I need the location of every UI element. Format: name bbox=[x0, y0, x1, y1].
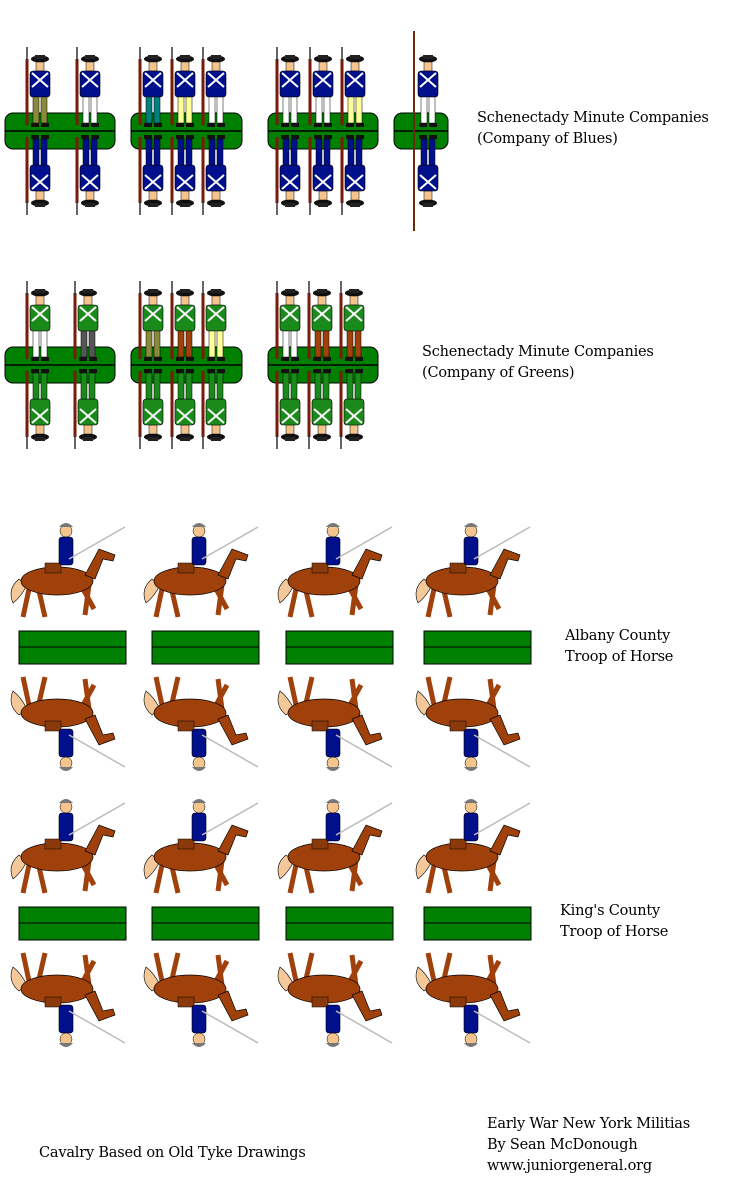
unit-name: Schenectady Minute Companies bbox=[422, 344, 654, 360]
soldier-figure bbox=[25, 369, 51, 449]
cavalry-figure bbox=[143, 952, 259, 1047]
soldier-figure bbox=[138, 135, 164, 215]
cavalry-figure bbox=[415, 799, 531, 894]
sheet-title: Early War New York Militias bbox=[487, 1116, 690, 1132]
cavalry-figure bbox=[10, 523, 126, 618]
cavalry-figure bbox=[415, 952, 531, 1047]
soldier-back-mirror bbox=[25, 135, 51, 215]
soldier-back-mirror bbox=[170, 369, 196, 449]
soldier-figure bbox=[339, 281, 365, 361]
soldier-figure bbox=[170, 135, 196, 215]
soldier-figure bbox=[307, 369, 333, 449]
soldier-back-mirror bbox=[201, 369, 227, 449]
unit-subname: Troop of Horse bbox=[560, 924, 669, 940]
cavalry-back-mirror bbox=[10, 952, 126, 1047]
soldier-figure bbox=[73, 281, 99, 361]
soldier-figure bbox=[75, 47, 101, 127]
soldier-figure bbox=[201, 135, 227, 215]
soldier-figure bbox=[340, 135, 366, 215]
unit-label-greens: Schenectady Minute Companies (Company of… bbox=[422, 342, 654, 384]
figure-base bbox=[4, 346, 116, 384]
cavalry-figure bbox=[415, 676, 531, 771]
soldier-figure bbox=[138, 47, 164, 127]
cavalry-back-mirror bbox=[10, 676, 126, 771]
soldier-back-mirror bbox=[413, 131, 439, 231]
soldier-figure bbox=[201, 369, 227, 449]
soldier-figure bbox=[75, 135, 101, 215]
sheet-website[interactable]: www.juniorgeneral.org bbox=[487, 1158, 652, 1174]
unit-name: King's County bbox=[560, 903, 661, 919]
cavalry-figure bbox=[143, 676, 259, 771]
soldier-back-mirror bbox=[138, 135, 164, 215]
soldier-back-mirror bbox=[339, 369, 365, 449]
unit-label-albany: Albany County Troop of Horse bbox=[565, 626, 673, 668]
soldier-back-mirror bbox=[138, 369, 164, 449]
cavalry-back-mirror bbox=[277, 952, 393, 1047]
unit-subname: (Company of Blues) bbox=[477, 131, 618, 147]
cavalry-figure bbox=[277, 523, 393, 618]
soldier-figure bbox=[170, 281, 196, 361]
soldier-figure bbox=[170, 47, 196, 127]
unit-name: Schenectady Minute Companies bbox=[477, 110, 709, 126]
unit-subname: (Company of Greens) bbox=[422, 365, 575, 381]
soldier-figure bbox=[275, 47, 301, 127]
soldier-back-mirror bbox=[25, 369, 51, 449]
soldier-figure bbox=[138, 369, 164, 449]
cavalry-figure bbox=[143, 799, 259, 894]
sheet-credits: Early War New York Militias By Sean McDo… bbox=[487, 1114, 690, 1177]
sheet-author: By Sean McDonough bbox=[487, 1137, 638, 1153]
unit-name: Albany County bbox=[565, 628, 671, 644]
cavalry-figure bbox=[10, 676, 126, 771]
cavalry-figure bbox=[277, 952, 393, 1047]
soldier-figure bbox=[308, 135, 334, 215]
soldier-figure bbox=[413, 31, 439, 131]
soldier-back-mirror bbox=[307, 369, 333, 449]
cavalry-figure bbox=[10, 799, 126, 894]
unit-label-kings: King's County Troop of Horse bbox=[560, 901, 668, 943]
soldier-back-mirror bbox=[75, 135, 101, 215]
unit-subname: Troop of Horse bbox=[565, 649, 674, 665]
figure-base bbox=[4, 112, 116, 150]
soldier-back-mirror bbox=[340, 135, 366, 215]
cavalry-credit: Cavalry Based on Old Tyke Drawings bbox=[39, 1145, 306, 1161]
soldier-back-mirror bbox=[73, 369, 99, 449]
soldier-back-mirror bbox=[201, 135, 227, 215]
soldier-back-mirror bbox=[308, 135, 334, 215]
soldier-figure bbox=[73, 369, 99, 449]
cavalry-figure bbox=[415, 523, 531, 618]
cavalry-back-mirror bbox=[415, 676, 531, 771]
soldier-figure bbox=[275, 135, 301, 215]
soldier-back-mirror bbox=[275, 369, 301, 449]
cavalry-back-mirror bbox=[143, 676, 259, 771]
soldier-figure bbox=[275, 281, 301, 361]
soldier-figure bbox=[138, 281, 164, 361]
soldier-figure bbox=[340, 47, 366, 127]
soldier-figure bbox=[170, 369, 196, 449]
cavalry-figure bbox=[143, 523, 259, 618]
cavalry-back-mirror bbox=[143, 952, 259, 1047]
soldier-figure bbox=[25, 281, 51, 361]
cavalry-back-mirror bbox=[277, 676, 393, 771]
soldier-figure bbox=[413, 131, 439, 231]
cavalry-figure bbox=[277, 676, 393, 771]
soldier-figure bbox=[25, 135, 51, 215]
soldier-figure bbox=[307, 281, 333, 361]
soldier-figure bbox=[25, 47, 51, 127]
cavalry-figure bbox=[10, 952, 126, 1047]
cavalry-back-mirror bbox=[415, 952, 531, 1047]
soldier-back-mirror bbox=[170, 135, 196, 215]
unit-label-blues: Schenectady Minute Companies (Company of… bbox=[477, 108, 709, 150]
soldier-figure bbox=[201, 281, 227, 361]
soldier-figure bbox=[339, 369, 365, 449]
soldier-figure bbox=[308, 47, 334, 127]
soldier-back-mirror bbox=[275, 135, 301, 215]
cavalry-figure bbox=[277, 799, 393, 894]
soldier-figure bbox=[201, 47, 227, 127]
soldier-figure bbox=[275, 369, 301, 449]
